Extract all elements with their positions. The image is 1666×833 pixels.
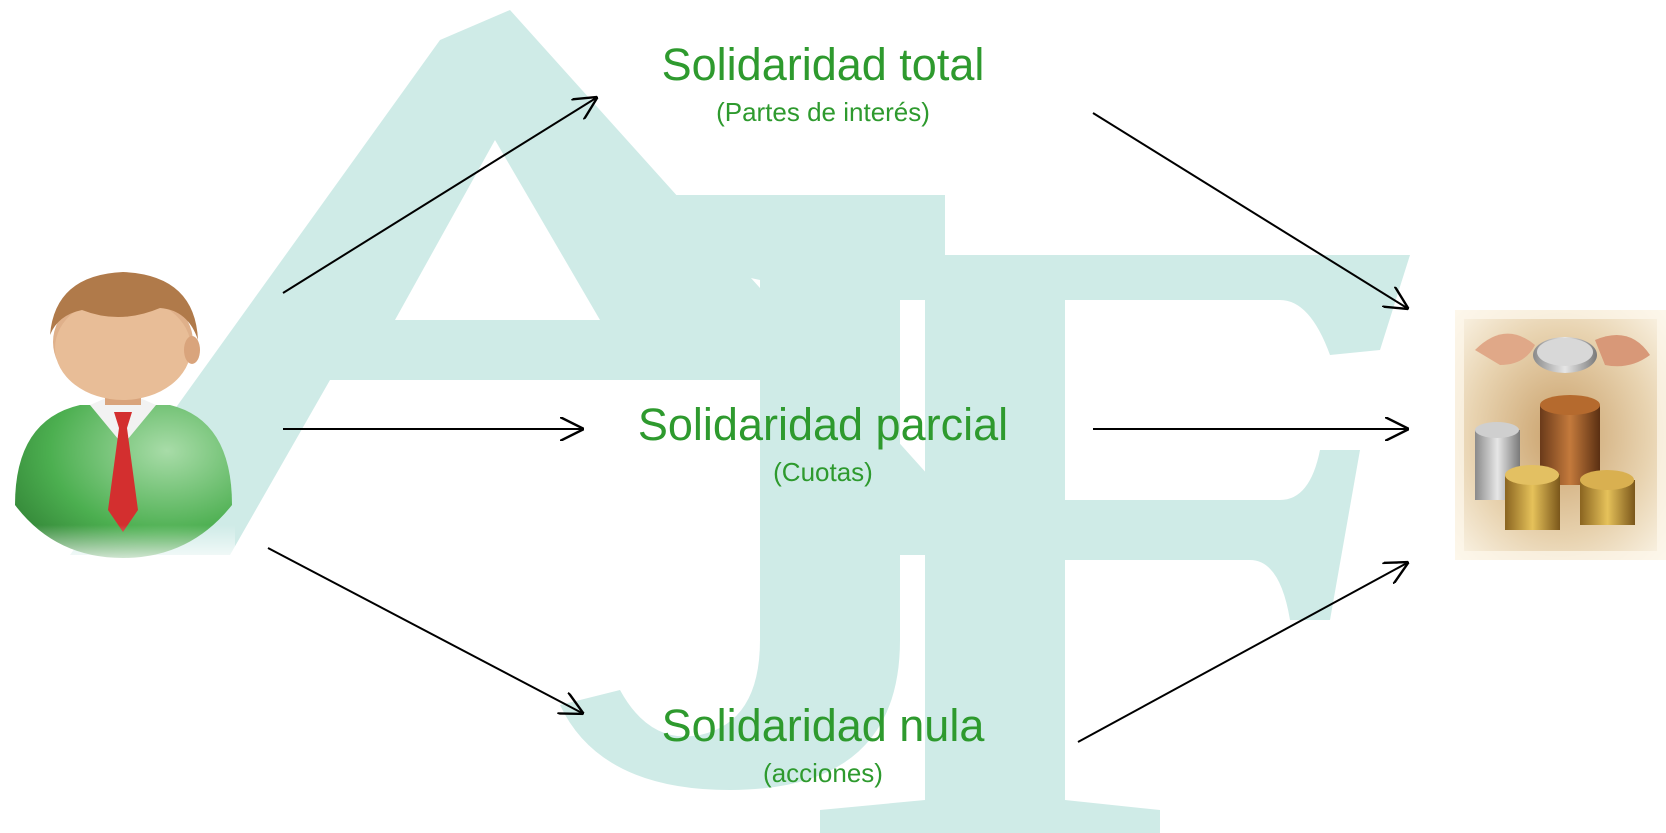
- arrow-total-to-coins: [1092, 112, 1407, 308]
- watermark-letter-f: [820, 255, 1410, 833]
- node-solidaridad-total: Solidaridad total (Partes de interés): [623, 42, 1023, 125]
- watermark-letter-j: [560, 195, 945, 790]
- node-title: Solidaridad total: [661, 39, 985, 90]
- watermark-letter-a-counter: [395, 140, 600, 320]
- arrow-person-to-total: [282, 98, 596, 294]
- node-subtitle: (Cuotas): [773, 457, 873, 487]
- arrow-person-to-nula: [267, 547, 582, 713]
- node-subtitle: (Partes de interés): [716, 97, 930, 127]
- node-subtitle: (acciones): [763, 758, 883, 788]
- coins-icon: [1455, 310, 1666, 560]
- arrow-nula-to-coins: [1077, 563, 1407, 743]
- node-title: Solidaridad nula: [661, 700, 985, 751]
- node-title: Solidaridad parcial: [637, 399, 1009, 450]
- node-solidaridad-nula: Solidaridad nula (acciones): [623, 703, 1023, 786]
- businessman-icon: [10, 272, 235, 560]
- node-solidaridad-parcial: Solidaridad parcial (Cuotas): [603, 402, 1043, 485]
